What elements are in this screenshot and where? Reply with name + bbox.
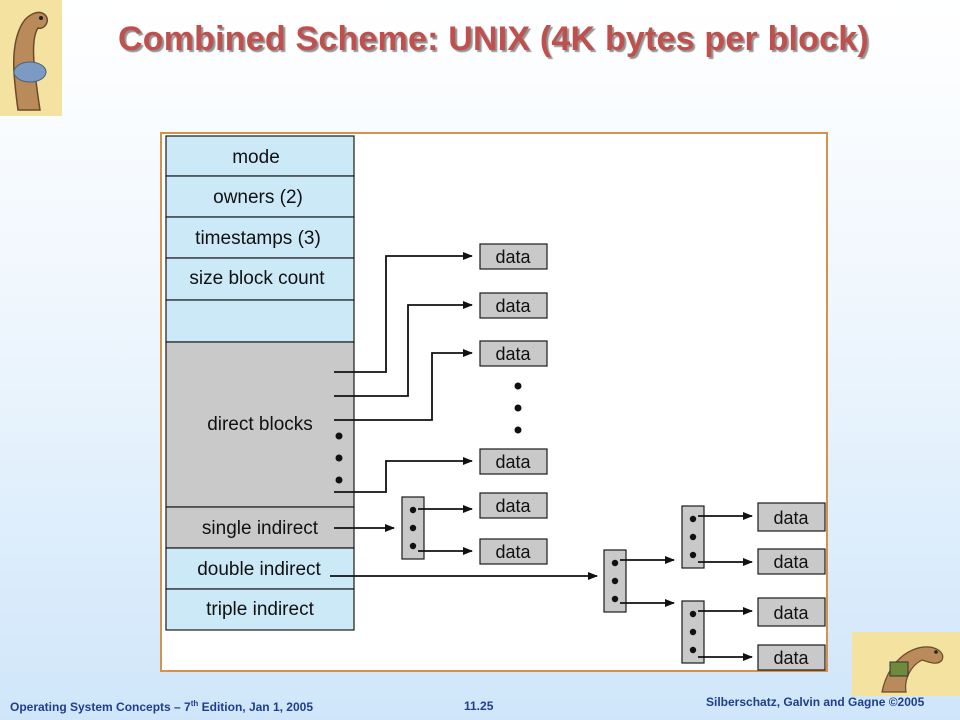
- data-label: data: [773, 603, 809, 623]
- label-owners: owners (2): [213, 187, 303, 208]
- data-label: data: [495, 247, 531, 267]
- data-label: data: [495, 542, 531, 562]
- data-label: data: [773, 552, 809, 572]
- index-blocks: [401, 496, 705, 664]
- label-size-block-count: size block count: [189, 268, 325, 289]
- data-label: data: [773, 648, 809, 668]
- label-double-indirect: double indirect: [197, 559, 321, 580]
- data-label: data: [773, 508, 809, 528]
- label-timestamps: timestamps (3): [195, 228, 321, 249]
- label-mode: mode: [232, 147, 280, 168]
- label-direct-blocks: direct blocks: [207, 414, 313, 435]
- field-direct-blocks: [165, 341, 355, 508]
- data-block: [479, 292, 548, 319]
- data-block: [479, 243, 548, 270]
- data-block: [479, 340, 548, 367]
- label-single-indirect: single indirect: [202, 518, 319, 539]
- field-blank: [165, 299, 355, 343]
- data-block: [479, 492, 548, 519]
- data-label: data: [495, 344, 531, 364]
- footer-page-number: 11.25: [464, 699, 494, 713]
- field-mode: [165, 135, 355, 177]
- dinosaur-logo-bottom: [852, 632, 960, 696]
- data-block: [757, 644, 826, 671]
- field-double-indirect: [165, 547, 355, 590]
- label-triple-indirect: triple indirect: [206, 599, 314, 620]
- footer-title-sup: th: [190, 699, 199, 708]
- dinosaur-logo-top: [0, 0, 62, 116]
- slide-title: Combined Scheme: UNIX (4K bytes per bloc…: [118, 20, 869, 58]
- field-owners: [165, 175, 355, 218]
- direct-ellipsis: [335, 432, 343, 484]
- footer-title-date: Edition, Jan 1, 2005: [198, 700, 314, 714]
- field-size-block-count: [165, 257, 355, 301]
- footer-authors: Silberschatz, Galvin and Gagne ©2005: [706, 695, 925, 709]
- data-block: [757, 548, 826, 575]
- data-label: data: [495, 496, 531, 516]
- indirect-pointers: [418, 505, 753, 661]
- data-block: [479, 538, 548, 565]
- inode-table: [165, 135, 355, 631]
- direct-pointers: [330, 252, 598, 580]
- field-timestamps: [165, 216, 355, 259]
- data-label: data: [495, 296, 531, 316]
- data-ellipsis: [514, 382, 522, 434]
- footer-title-text: Operating System Concepts – 7: [10, 700, 191, 714]
- data-block: [757, 597, 826, 627]
- data-block: [757, 502, 826, 532]
- field-triple-indirect: [165, 588, 355, 631]
- data-block: [479, 448, 548, 475]
- footer-book-title: Operating System Concepts – 7th Edition,…: [10, 699, 313, 714]
- data-label: data: [495, 452, 531, 472]
